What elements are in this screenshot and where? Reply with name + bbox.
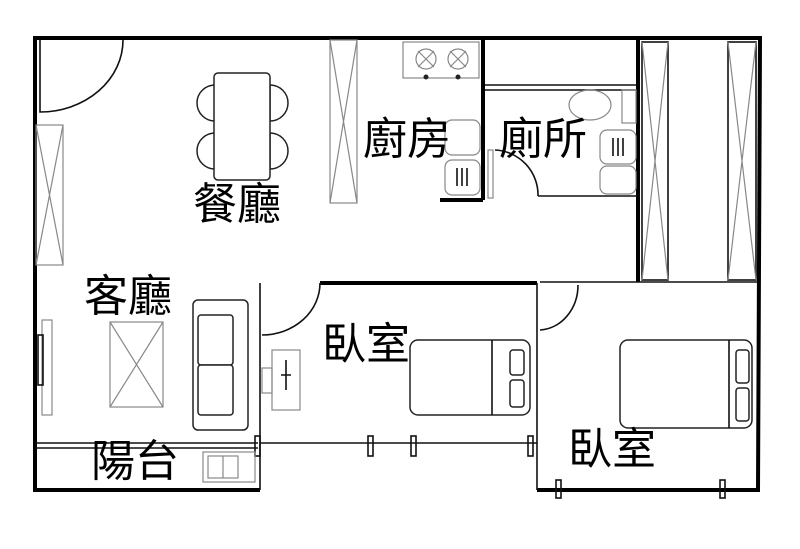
closets	[35, 39, 757, 281]
bed-1	[409, 339, 531, 416]
room-label-kitchen: 廚房	[363, 114, 451, 165]
toilet	[568, 89, 637, 195]
bed-2	[619, 339, 753, 429]
walls	[33, 36, 763, 499]
coffee-table	[109, 321, 164, 408]
tv	[37, 319, 53, 416]
desk	[261, 349, 301, 411]
doors	[39, 39, 579, 336]
kitchen-sink	[444, 119, 481, 196]
sofa	[192, 299, 249, 431]
room-label-bedroom-2: 臥室	[568, 424, 656, 475]
room-label-toilet: 廁所	[499, 114, 587, 165]
room-label-balcony: 陽台	[91, 436, 179, 487]
room-label-bedroom-1: 臥室	[322, 319, 410, 370]
room-label-living: 客廳	[84, 271, 172, 322]
room-label-dining: 餐廳	[193, 179, 281, 230]
dining-table	[196, 72, 289, 181]
stove	[402, 41, 480, 80]
washing-machine	[202, 451, 256, 483]
